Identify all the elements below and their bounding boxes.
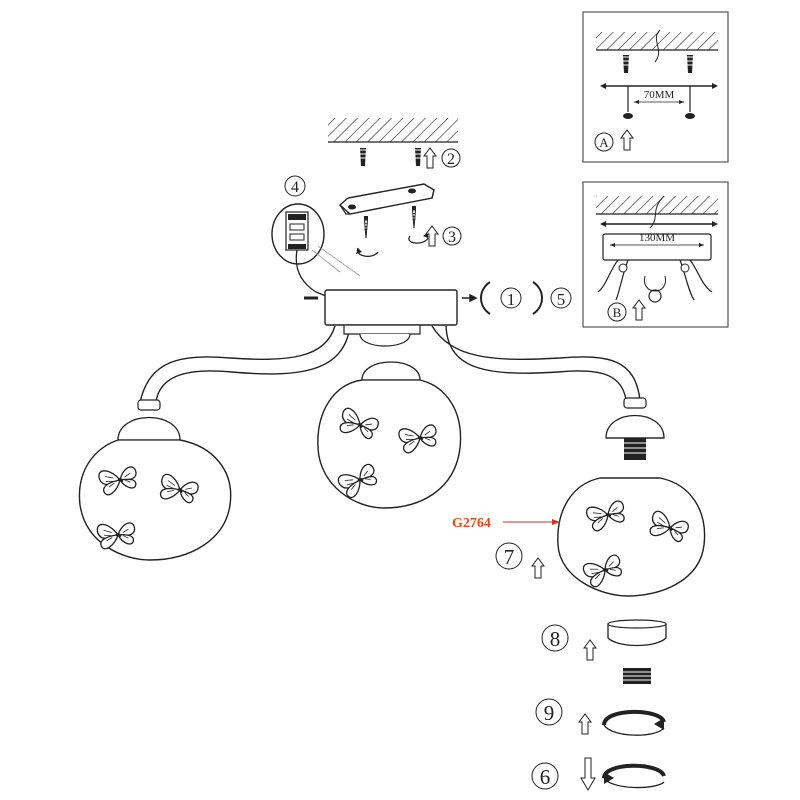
step-6-badge: 6 bbox=[531, 762, 559, 790]
step-4-badge: 4 bbox=[284, 175, 306, 197]
mounting-bracket bbox=[338, 183, 435, 215]
arm-joints bbox=[343, 324, 421, 347]
step-3-label: 3 bbox=[448, 229, 456, 246]
right-socket bbox=[605, 397, 665, 460]
fixing-screw-step-1: 1 bbox=[480, 281, 543, 315]
inset-b-badge: B bbox=[613, 305, 622, 320]
step-3-badge: 3 bbox=[442, 226, 462, 246]
step-6-down-arrow bbox=[580, 757, 596, 791]
threaded-nipple bbox=[623, 668, 651, 684]
step-2-arrow bbox=[423, 147, 437, 169]
step-9-label: 9 bbox=[544, 701, 555, 725]
inset-a: 70MM A bbox=[582, 11, 729, 163]
part-code-label: G2764 bbox=[452, 516, 491, 531]
shade-ring bbox=[607, 619, 667, 647]
step-8-badge: 8 bbox=[541, 624, 569, 652]
inset-b-dimension: 130MM bbox=[639, 232, 675, 244]
step-2-badge: 2 bbox=[441, 148, 461, 168]
part-code-pointer: G2764 bbox=[452, 516, 560, 531]
canopy bbox=[304, 289, 478, 326]
step-7-arrow bbox=[531, 557, 545, 579]
power-cable bbox=[295, 249, 327, 297]
step-5-badge: 5 bbox=[550, 287, 572, 309]
step-7-badge: 7 bbox=[495, 542, 523, 570]
step-8-arrow bbox=[583, 639, 597, 661]
step-6-label: 6 bbox=[540, 765, 551, 789]
ceiling-hatch bbox=[328, 118, 458, 143]
step-8-label: 8 bbox=[550, 627, 561, 651]
step-9-arrow bbox=[578, 713, 592, 735]
step-1-label: 1 bbox=[507, 290, 516, 309]
wall-anchors bbox=[358, 147, 423, 167]
center-lamp bbox=[317, 361, 462, 509]
step-7-label: 7 bbox=[504, 545, 515, 569]
step-5-label: 5 bbox=[557, 290, 566, 309]
step-4-label: 4 bbox=[291, 179, 299, 196]
step-9-badge: 9 bbox=[535, 698, 563, 726]
bracket-screws bbox=[363, 205, 417, 239]
right-shade bbox=[557, 477, 706, 597]
rotate-clockwise-icon bbox=[602, 709, 666, 736]
step-2-label: 2 bbox=[447, 151, 455, 168]
terminal-block-zoom bbox=[271, 203, 361, 277]
rotate-counterclockwise-icon bbox=[602, 763, 666, 789]
inset-b: 130MM B bbox=[582, 181, 729, 328]
lamp-arms bbox=[139, 325, 641, 403]
left-lamp bbox=[78, 399, 232, 561]
rotate-marks bbox=[356, 232, 429, 258]
inset-a-badge: A bbox=[599, 135, 609, 150]
inset-a-dimension: 70MM bbox=[644, 89, 675, 101]
